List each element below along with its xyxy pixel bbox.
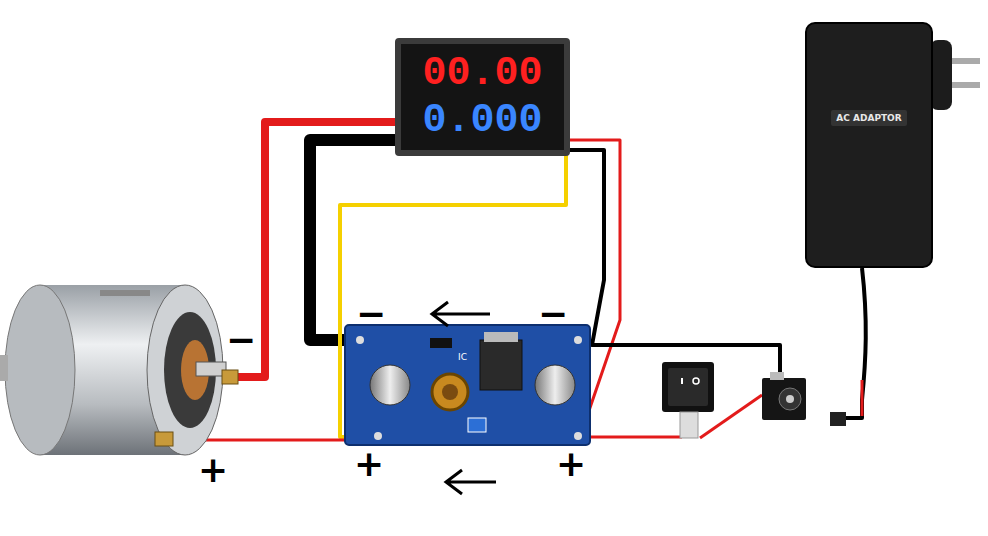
polarity-sign: + (556, 446, 586, 482)
polarity-sign: + (198, 452, 228, 488)
motor-illustration (0, 285, 238, 455)
buck-converter-module (345, 325, 590, 445)
polarity-sign: − (538, 296, 568, 332)
ac-adaptor: AC ADAPTOR (805, 22, 933, 268)
meter-reading: 00.00 (422, 52, 542, 96)
polarity-sign: − (226, 322, 256, 358)
polarity-sign: + (354, 446, 384, 482)
meter-reading: 0.000 (422, 99, 542, 143)
adaptor-label: AC ADAPTOR (831, 110, 906, 126)
dc-jack (762, 372, 806, 420)
polarity-sign: − (356, 296, 386, 332)
volt-amp-meter: 00.000.000 (395, 38, 570, 156)
flow-arrows (432, 302, 496, 494)
rocker-switch (662, 362, 714, 438)
chip-marking: IC (458, 352, 467, 362)
